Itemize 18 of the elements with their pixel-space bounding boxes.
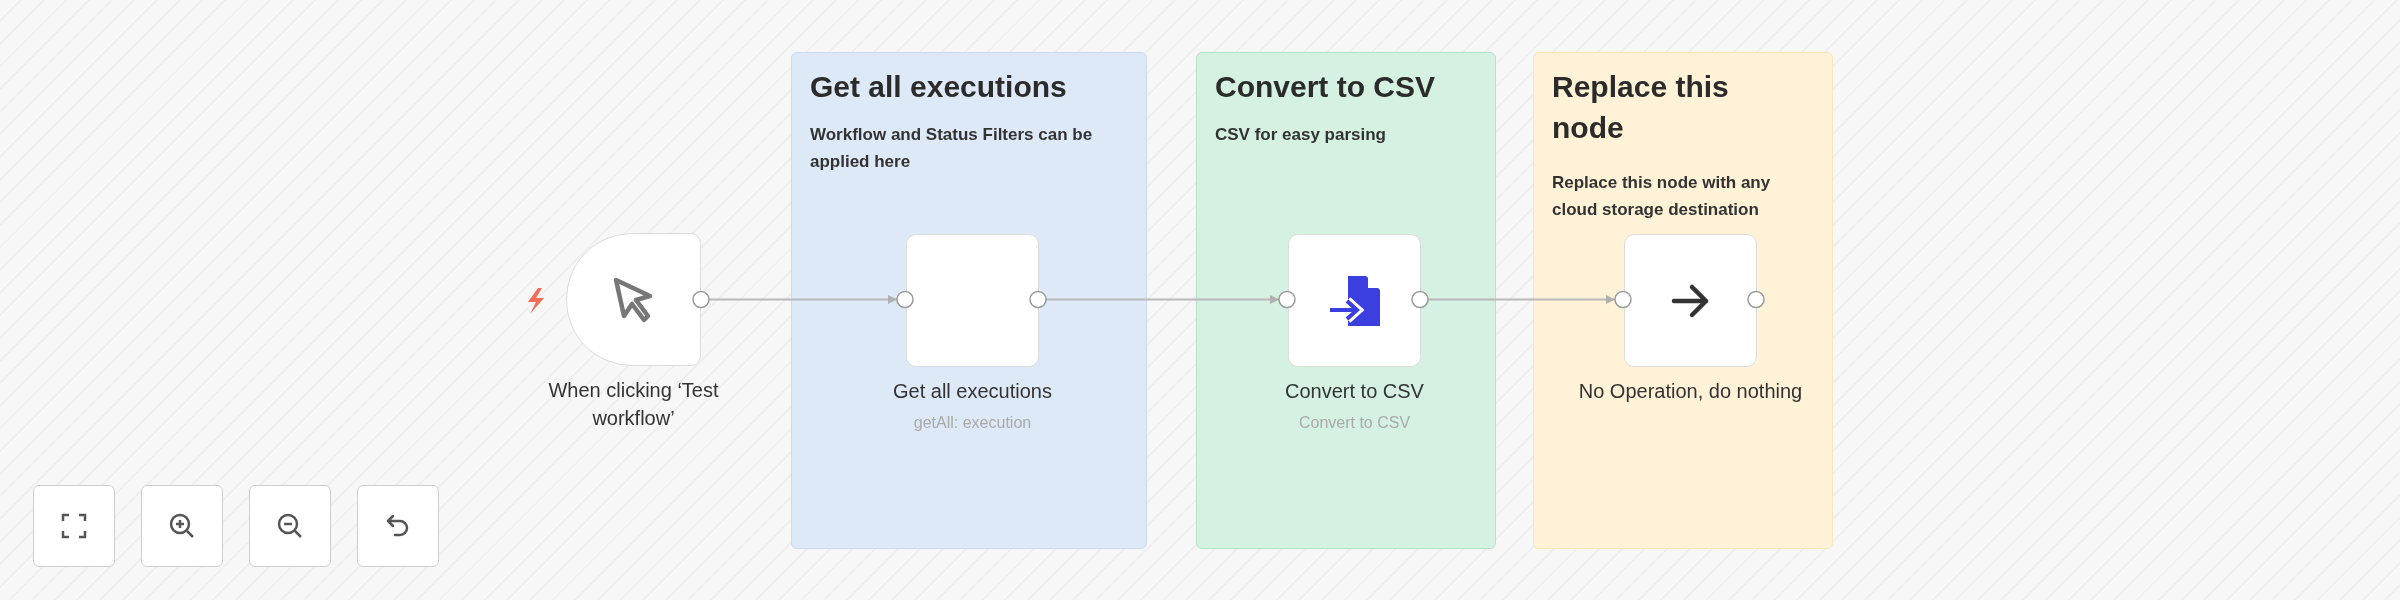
note-heading: Convert to CSV bbox=[1215, 69, 1437, 105]
node-label: Convert to CSV bbox=[1284, 379, 1425, 404]
connector-arrow bbox=[708, 295, 898, 304]
node-subtitle: getAll: execution bbox=[912, 414, 1033, 432]
connector-arrow bbox=[1427, 295, 1616, 304]
node-label: No Operation, do nothing bbox=[1577, 379, 1804, 404]
node-label: Get all executions bbox=[892, 379, 1053, 404]
sticky-note bbox=[791, 52, 1147, 549]
connector-arrow bbox=[1045, 295, 1280, 304]
sticky-note bbox=[1533, 52, 1833, 549]
node-subtitle: Convert to CSV bbox=[1297, 414, 1412, 432]
note-heading: Replace this node bbox=[1552, 69, 1730, 146]
note-heading: Get all executions bbox=[810, 69, 1068, 105]
node-label: When clicking ‘Test workflow’ bbox=[547, 378, 720, 431]
note-text: Replace this node with any cloud storage destination bbox=[1552, 172, 1772, 222]
note-text: Workflow and Status Filters can be applied here bbox=[810, 124, 1094, 174]
sticky-note bbox=[1196, 52, 1496, 549]
note-text: CSV for easy parsing bbox=[1215, 124, 1387, 146]
